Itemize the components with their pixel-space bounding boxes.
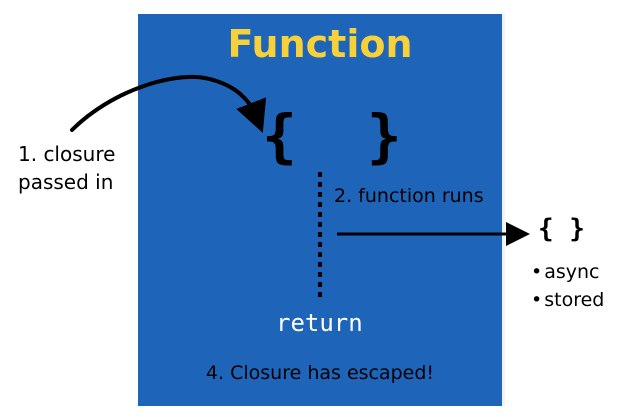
- return-keyword: return: [276, 309, 363, 337]
- closure-entry-arrow: [70, 75, 267, 133]
- closure-passed-in-line-1: 1. closure: [18, 142, 116, 166]
- escaped-closure-braces: { }: [538, 214, 585, 244]
- escape-reason-async: async: [531, 258, 604, 286]
- closure-passed-in-line-2: passed in: [18, 170, 114, 194]
- function-body-braces: { }: [262, 102, 402, 170]
- function-box: [138, 14, 505, 406]
- function-title: Function: [227, 22, 413, 66]
- closure-escaped-label: 4. Closure has escaped!: [205, 362, 435, 384]
- function-runs-label: 2. function runs: [334, 185, 484, 207]
- escape-reasons-list: async stored: [531, 258, 604, 314]
- escape-reason-stored: stored: [531, 286, 604, 314]
- closure-passed-in-label: 1. closure passed in: [18, 140, 128, 196]
